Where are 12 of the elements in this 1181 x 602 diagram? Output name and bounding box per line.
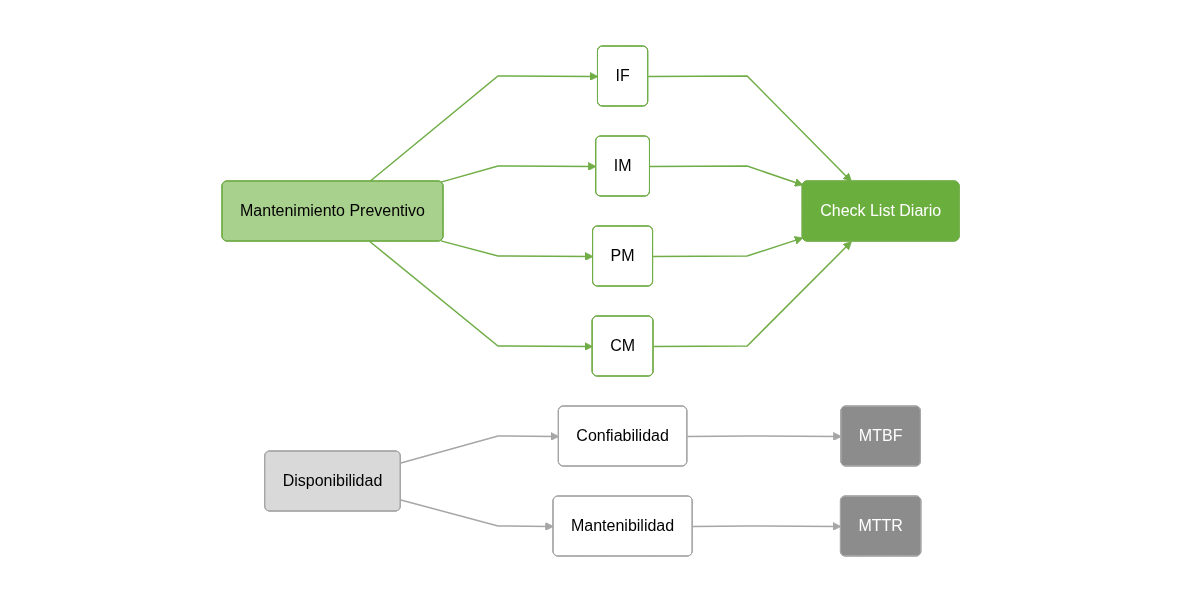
- arrow: [368, 72, 599, 183]
- arrow: [647, 75, 852, 182]
- arrow: [652, 236, 804, 258]
- arrow: [440, 162, 597, 183]
- arrow: [686, 432, 842, 441]
- arrow: [400, 499, 554, 531]
- arrow: [368, 240, 593, 351]
- arrow: [691, 522, 842, 531]
- arrow: [652, 241, 852, 348]
- arrow: [400, 432, 560, 464]
- arrow: [649, 165, 804, 187]
- arrow: [440, 240, 594, 261]
